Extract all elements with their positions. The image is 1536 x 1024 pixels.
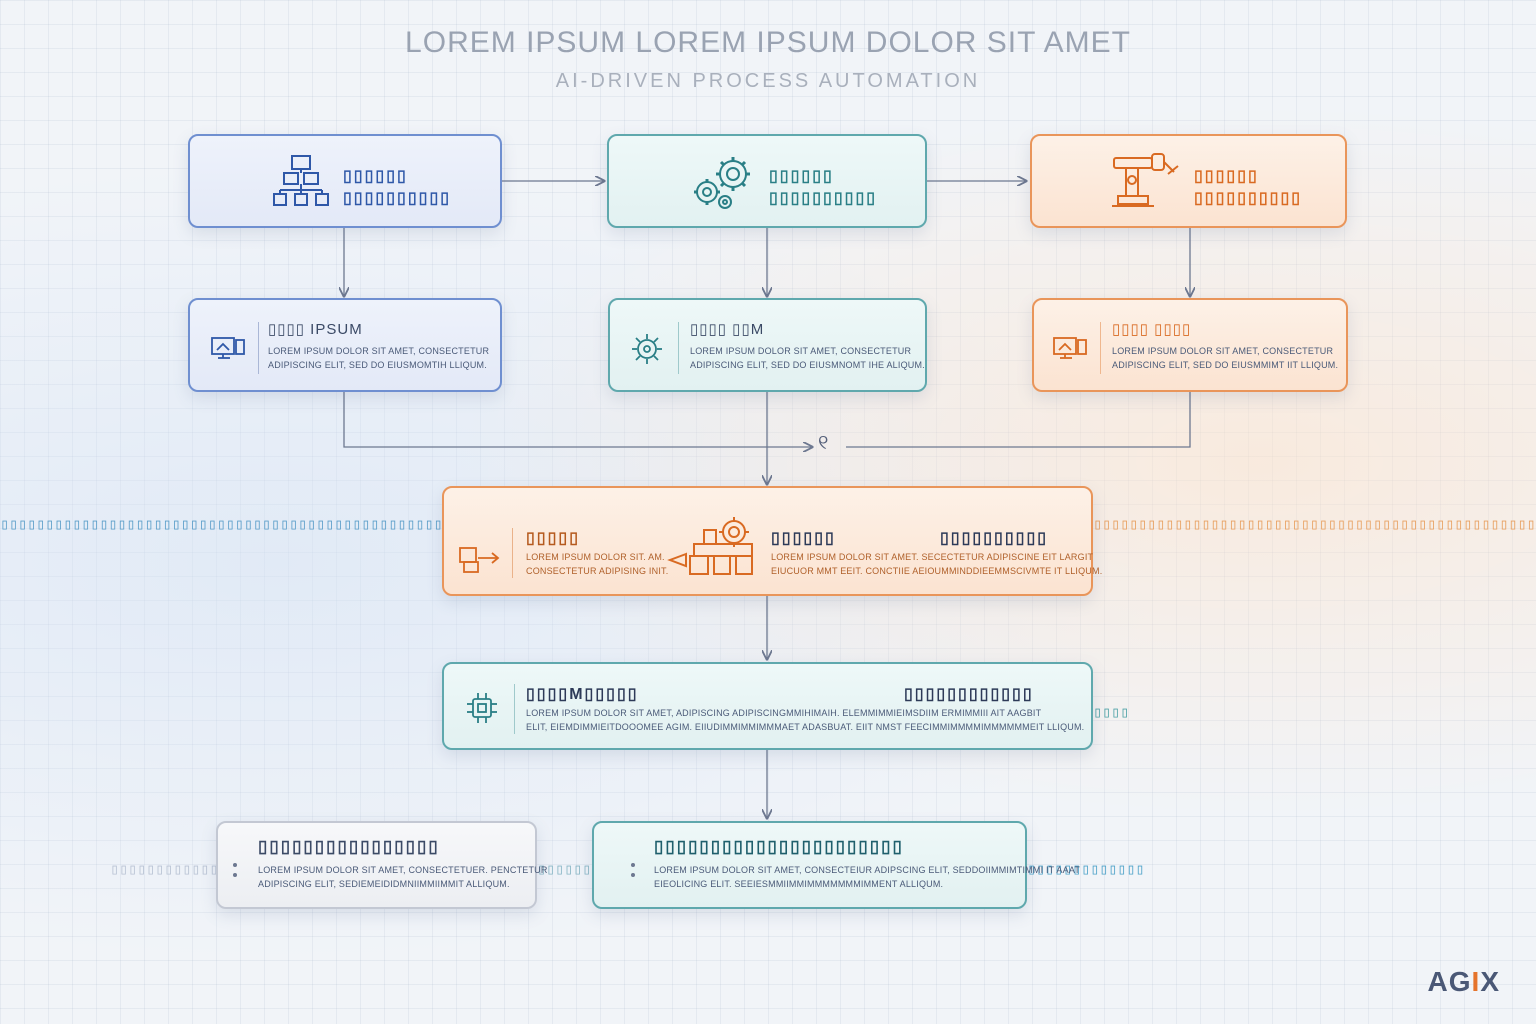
- top-card-robotics-line2: ▯▯▯▯▯▯▯▯▯▯: [1194, 190, 1303, 207]
- page-title: LOREM IPSUM LOREM IPSUM DOLOR SIT AMET: [405, 26, 1131, 59]
- conveyor-icon: [459, 547, 500, 573]
- bottom-right-body2: EIEOLICING ELIT. SEEIESMMIIMMIMMMMMMMIMM…: [654, 879, 944, 889]
- mid-card-teal[interactable]: ▯▯▯▯ ▯▯M LOREM IPSUM DOLOR SIT AMET, CON…: [608, 298, 927, 392]
- bottom-left-body1: LOREM IPSUM DOLOR SIT AMET, CONSECTETUER…: [258, 865, 548, 875]
- top-card-engine-line1: ▯▯▯▯▯▯: [769, 168, 834, 185]
- mid-card-blue-divider: [258, 322, 259, 374]
- data-band-bottom-mid: ▯▯▯▯▯▯▯▯▯▯▯▯▯▯▯▯▯▯▯▯▯▯▯▯▯▯▯▯▯▯▯▯▯▯▯▯▯▯▯▯…: [537, 860, 593, 878]
- processor-body1: LOREM IPSUM DOLOR SIT AMET, ADIPISCING A…: [526, 708, 1042, 718]
- top-card-structure-line2: ▯▯▯▯▯▯▯▯▯▯: [343, 190, 452, 207]
- mid-card-blue-body2: ADIPISCING ELIT, SED DO EIUSMOMTIH LLIQU…: [268, 360, 487, 370]
- bottom-right-body1: LOREM IPSUM DOLOR SIT AMET, CONSECTEIUR …: [654, 865, 1081, 875]
- bottom-right-card[interactable]: ▯▯▯▯▯▯▯▯▯▯▯▯▯▯▯▯▯▯▯▯▯▯ LOREM IPSUM DOLOR…: [592, 821, 1080, 909]
- data-band-bottom-left: ▯▯▯▯▯▯▯▯▯▯▯▯▯▯▯▯▯▯▯▯▯▯▯▯▯▯▯▯▯▯▯▯▯▯▯▯▯▯▯▯…: [110, 860, 216, 878]
- drag-handle-icon: [232, 861, 238, 881]
- page-subtitle: AI-DRIVEN PROCESS AUTOMATION: [555, 70, 981, 92]
- merge-line-left: [343, 392, 812, 447]
- mid-card-orange-title: ▯▯▯▯ ▯▯▯▯: [1112, 321, 1192, 338]
- gears-icon: [694, 157, 750, 209]
- central-left-title: ▯▯▯▯▯: [526, 530, 581, 547]
- robot-arm-icon: [1112, 153, 1179, 207]
- mid-card-blue-title: ▯▯▯▯ IPSUM: [268, 321, 363, 338]
- factory-gear-icon: [667, 517, 753, 575]
- bottom-left-body2: ADIPISCING ELIT, SEDIEMEIDIDMNIIMMIIMMIT…: [258, 879, 510, 889]
- central-left-body1: LOREM IPSUM DOLOR SIT. AM.: [526, 552, 665, 562]
- mid-card-orange[interactable]: ▯▯▯▯ ▯▯▯▯ LOREM IPSUM DOLOR SIT AMET, CO…: [1032, 298, 1348, 392]
- mid-card-orange-body2: ADIPISCING ELIT, SED DO EIUSMMIMT IIT LL…: [1112, 360, 1339, 370]
- top-card-robotics-line1: ▯▯▯▯▯▯: [1194, 168, 1259, 185]
- drag-handle-icon: [630, 861, 636, 881]
- data-band-processor-right: ▯▯▯▯: [1093, 703, 1130, 721]
- data-band-left: ▯▯▯▯▯▯▯▯▯▯▯▯▯▯▯▯▯▯▯▯▯▯▯▯▯▯▯▯▯▯▯▯▯▯▯▯▯▯▯▯…: [0, 515, 444, 533]
- mid-card-orange-body1: LOREM IPSUM DOLOR SIT AMET, CONSECTETUR: [1112, 346, 1334, 356]
- mid-card-blue[interactable]: ▯▯▯▯ IPSUM LOREM IPSUM DOLOR SIT AMET, C…: [188, 298, 502, 392]
- top-card-structure[interactable]: ▯▯▯▯▯▯ ▯▯▯▯▯▯▯▯▯▯: [188, 134, 502, 228]
- chip-gear-icon: [632, 334, 662, 364]
- mid-card-teal-divider: [678, 322, 679, 374]
- data-band-right: ▯▯▯▯▯▯▯▯▯▯▯▯▯▯▯▯▯▯▯▯▯▯▯▯▯▯▯▯▯▯▯▯▯▯▯▯▯▯▯▯…: [1093, 515, 1536, 533]
- data-band-bottom-right: ▯▯▯▯▯▯▯▯▯▯▯▯▯▯▯▯▯▯▯▯▯▯▯▯▯▯▯▯▯▯▯▯▯▯▯▯▯▯▯▯…: [1027, 860, 1145, 878]
- mid-card-teal-title: ▯▯▯▯ ▯▯M: [690, 321, 765, 338]
- processor-left-title: ▯▯▯▯M▯▯▯▯▯: [526, 686, 639, 703]
- top-card-engine-line2: ▯▯▯▯▯▯▯▯▯▯: [769, 190, 878, 207]
- top-card-structure-line1: ▯▯▯▯▯▯: [343, 168, 408, 185]
- merge-mark: ୧: [818, 432, 829, 454]
- mid-card-orange-divider: [1100, 322, 1101, 374]
- monitor-icon: [1053, 337, 1087, 359]
- central-left-body2: CONSECTETUR ADIPISING INIT.: [526, 566, 669, 576]
- processor-right-title: ▯▯▯▯▯▯▯▯▯▯▯▯: [904, 686, 1034, 703]
- processor-card[interactable]: ▯▯▯▯M▯▯▯▯▯ ▯▯▯▯▯▯▯▯▯▯▯▯ LOREM IPSUM DOLO…: [442, 662, 1093, 750]
- central-right-title: ▯▯▯▯▯▯▯▯▯▯: [940, 530, 1049, 547]
- central-right-body2: EIUCUOR MMT EEIT. CONCTIIE AEIOUMMINDDIE…: [771, 566, 1103, 576]
- brand-logo: AGIX: [1427, 966, 1500, 997]
- central-hub-card[interactable]: ▯▯▯▯▯ LOREM IPSUM DOLOR SIT. AM. CONSECT…: [442, 486, 1102, 596]
- merge-line-right: [846, 392, 1191, 448]
- central-mid-title: ▯▯▯▯▯▯: [771, 530, 836, 547]
- bottom-left-title: ▯▯▯▯▯▯▯▯▯▯▯▯▯▯▯▯: [258, 837, 440, 856]
- mid-card-teal-body2: ADIPISCING ELIT, SED DO EIUSMNOMT IHE AL…: [690, 360, 925, 370]
- processor-body2: ELIT, EIEMDIMMIEITDOOOMEE AGIM. EIIUDIMM…: [526, 722, 1085, 732]
- bottom-left-card[interactable]: ▯▯▯▯▯▯▯▯▯▯▯▯▯▯▯▯ LOREM IPSUM DOLOR SIT A…: [216, 821, 547, 909]
- mid-card-teal-body1: LOREM IPSUM DOLOR SIT AMET, CONSECTETUR: [690, 346, 912, 356]
- bottom-right-title: ▯▯▯▯▯▯▯▯▯▯▯▯▯▯▯▯▯▯▯▯▯▯: [654, 837, 904, 856]
- processor-divider: [514, 684, 515, 734]
- monitor-icon: [211, 337, 245, 359]
- central-right-body1: LOREM IPSUM DOLOR SIT AMET. SECECTETUR A…: [771, 552, 1094, 562]
- hierarchy-icon: [273, 155, 329, 206]
- top-card-robotics[interactable]: ▯▯▯▯▯▯ ▯▯▯▯▯▯▯▯▯▯: [1030, 134, 1347, 228]
- central-divider-left: [512, 528, 513, 578]
- processor-icon: [467, 693, 497, 723]
- top-card-engine[interactable]: ▯▯▯▯▯▯ ▯▯▯▯▯▯▯▯▯▯: [607, 134, 927, 228]
- mid-card-blue-body1: LOREM IPSUM DOLOR SIT AMET, CONSECTETUR: [268, 346, 490, 356]
